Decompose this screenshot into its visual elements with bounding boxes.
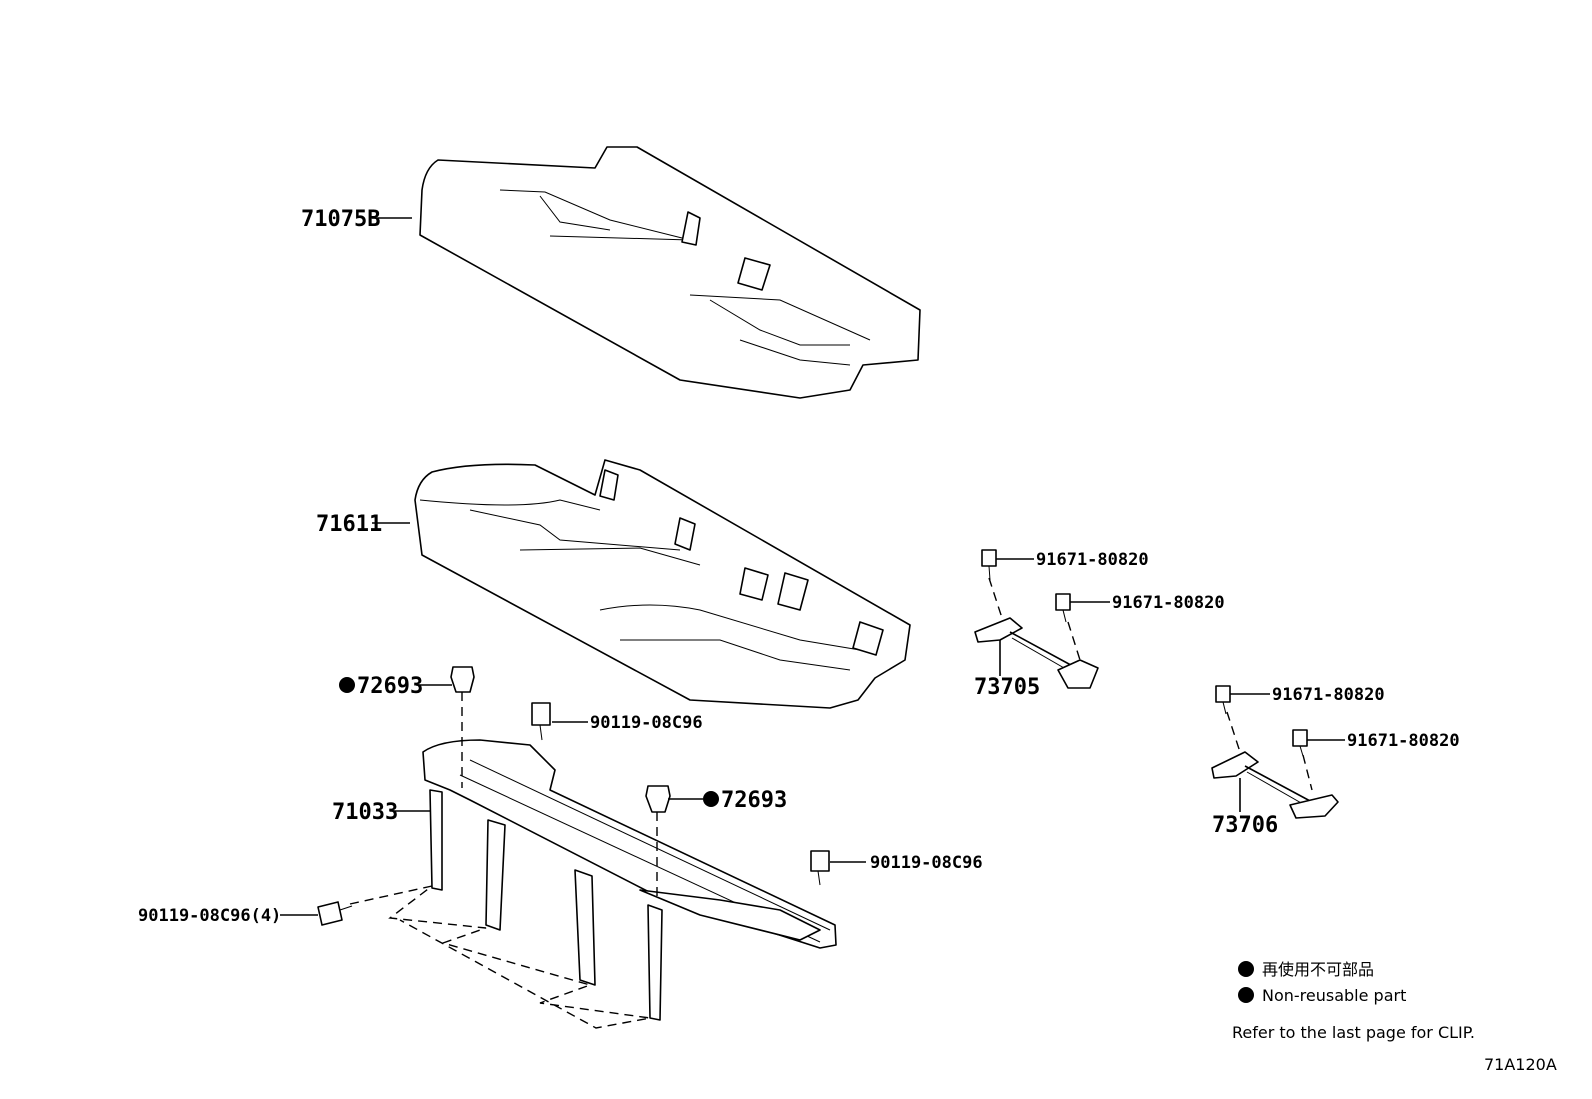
label-bolt-hook-l2: 91671-80820 [1112,593,1225,613]
installation-lines [349,577,1313,1029]
label-hook-right: 73706 [1212,813,1278,838]
label-bolt-hook-r2: 91671-80820 [1347,731,1460,751]
label-hook-left: 73705 [974,675,1040,700]
label-bolt-hook-l1: 91671-80820 [1036,550,1149,570]
legend-en: Non-reusable part [1262,986,1406,1005]
legend: 再使用不可部品 Non-reusable part Refer to the l… [1232,960,1475,1042]
seat-cover-drawing [419,146,921,399]
bolt-90119-left-icon [317,901,353,926]
label-clip-top: 72693 [357,674,423,699]
label-seat-cover: 71075B [301,207,380,232]
label-clip-mid: 72693 [721,788,787,813]
label-cushion-pad: 71611 [316,512,382,537]
bolt-90119-top-icon [531,702,551,741]
label-bolt-hook-r1: 91671-80820 [1272,685,1385,705]
leader-lines [280,217,1345,916]
non-reusable-marker-icon [703,791,719,807]
clip-72693-mid-icon [645,785,671,813]
label-bolt-frame-right: 90119-08C96 [870,853,983,873]
diagram-code: 71A120A [1484,1055,1557,1074]
label-bolt-frame-left: 90119-08C96(4) [138,906,281,926]
hook-73706-drawing [1211,685,1339,819]
hook-73705-drawing [974,549,1099,689]
legend-marker-icon [1238,987,1254,1003]
non-reusable-marker-icon [339,677,355,693]
label-frame: 71033 [332,800,398,825]
legend-marker-icon [1238,961,1254,977]
clip-note: Refer to the last page for CLIP. [1232,1023,1475,1042]
clip-72693-top-icon [450,666,475,693]
label-bolt-frame-top: 90119-08C96 [590,713,703,733]
frame-drawing [422,739,837,1021]
bolt-90119-right-icon [810,850,830,886]
cushion-pad-drawing [414,459,911,709]
legend-jp: 再使用不可部品 [1262,960,1374,979]
